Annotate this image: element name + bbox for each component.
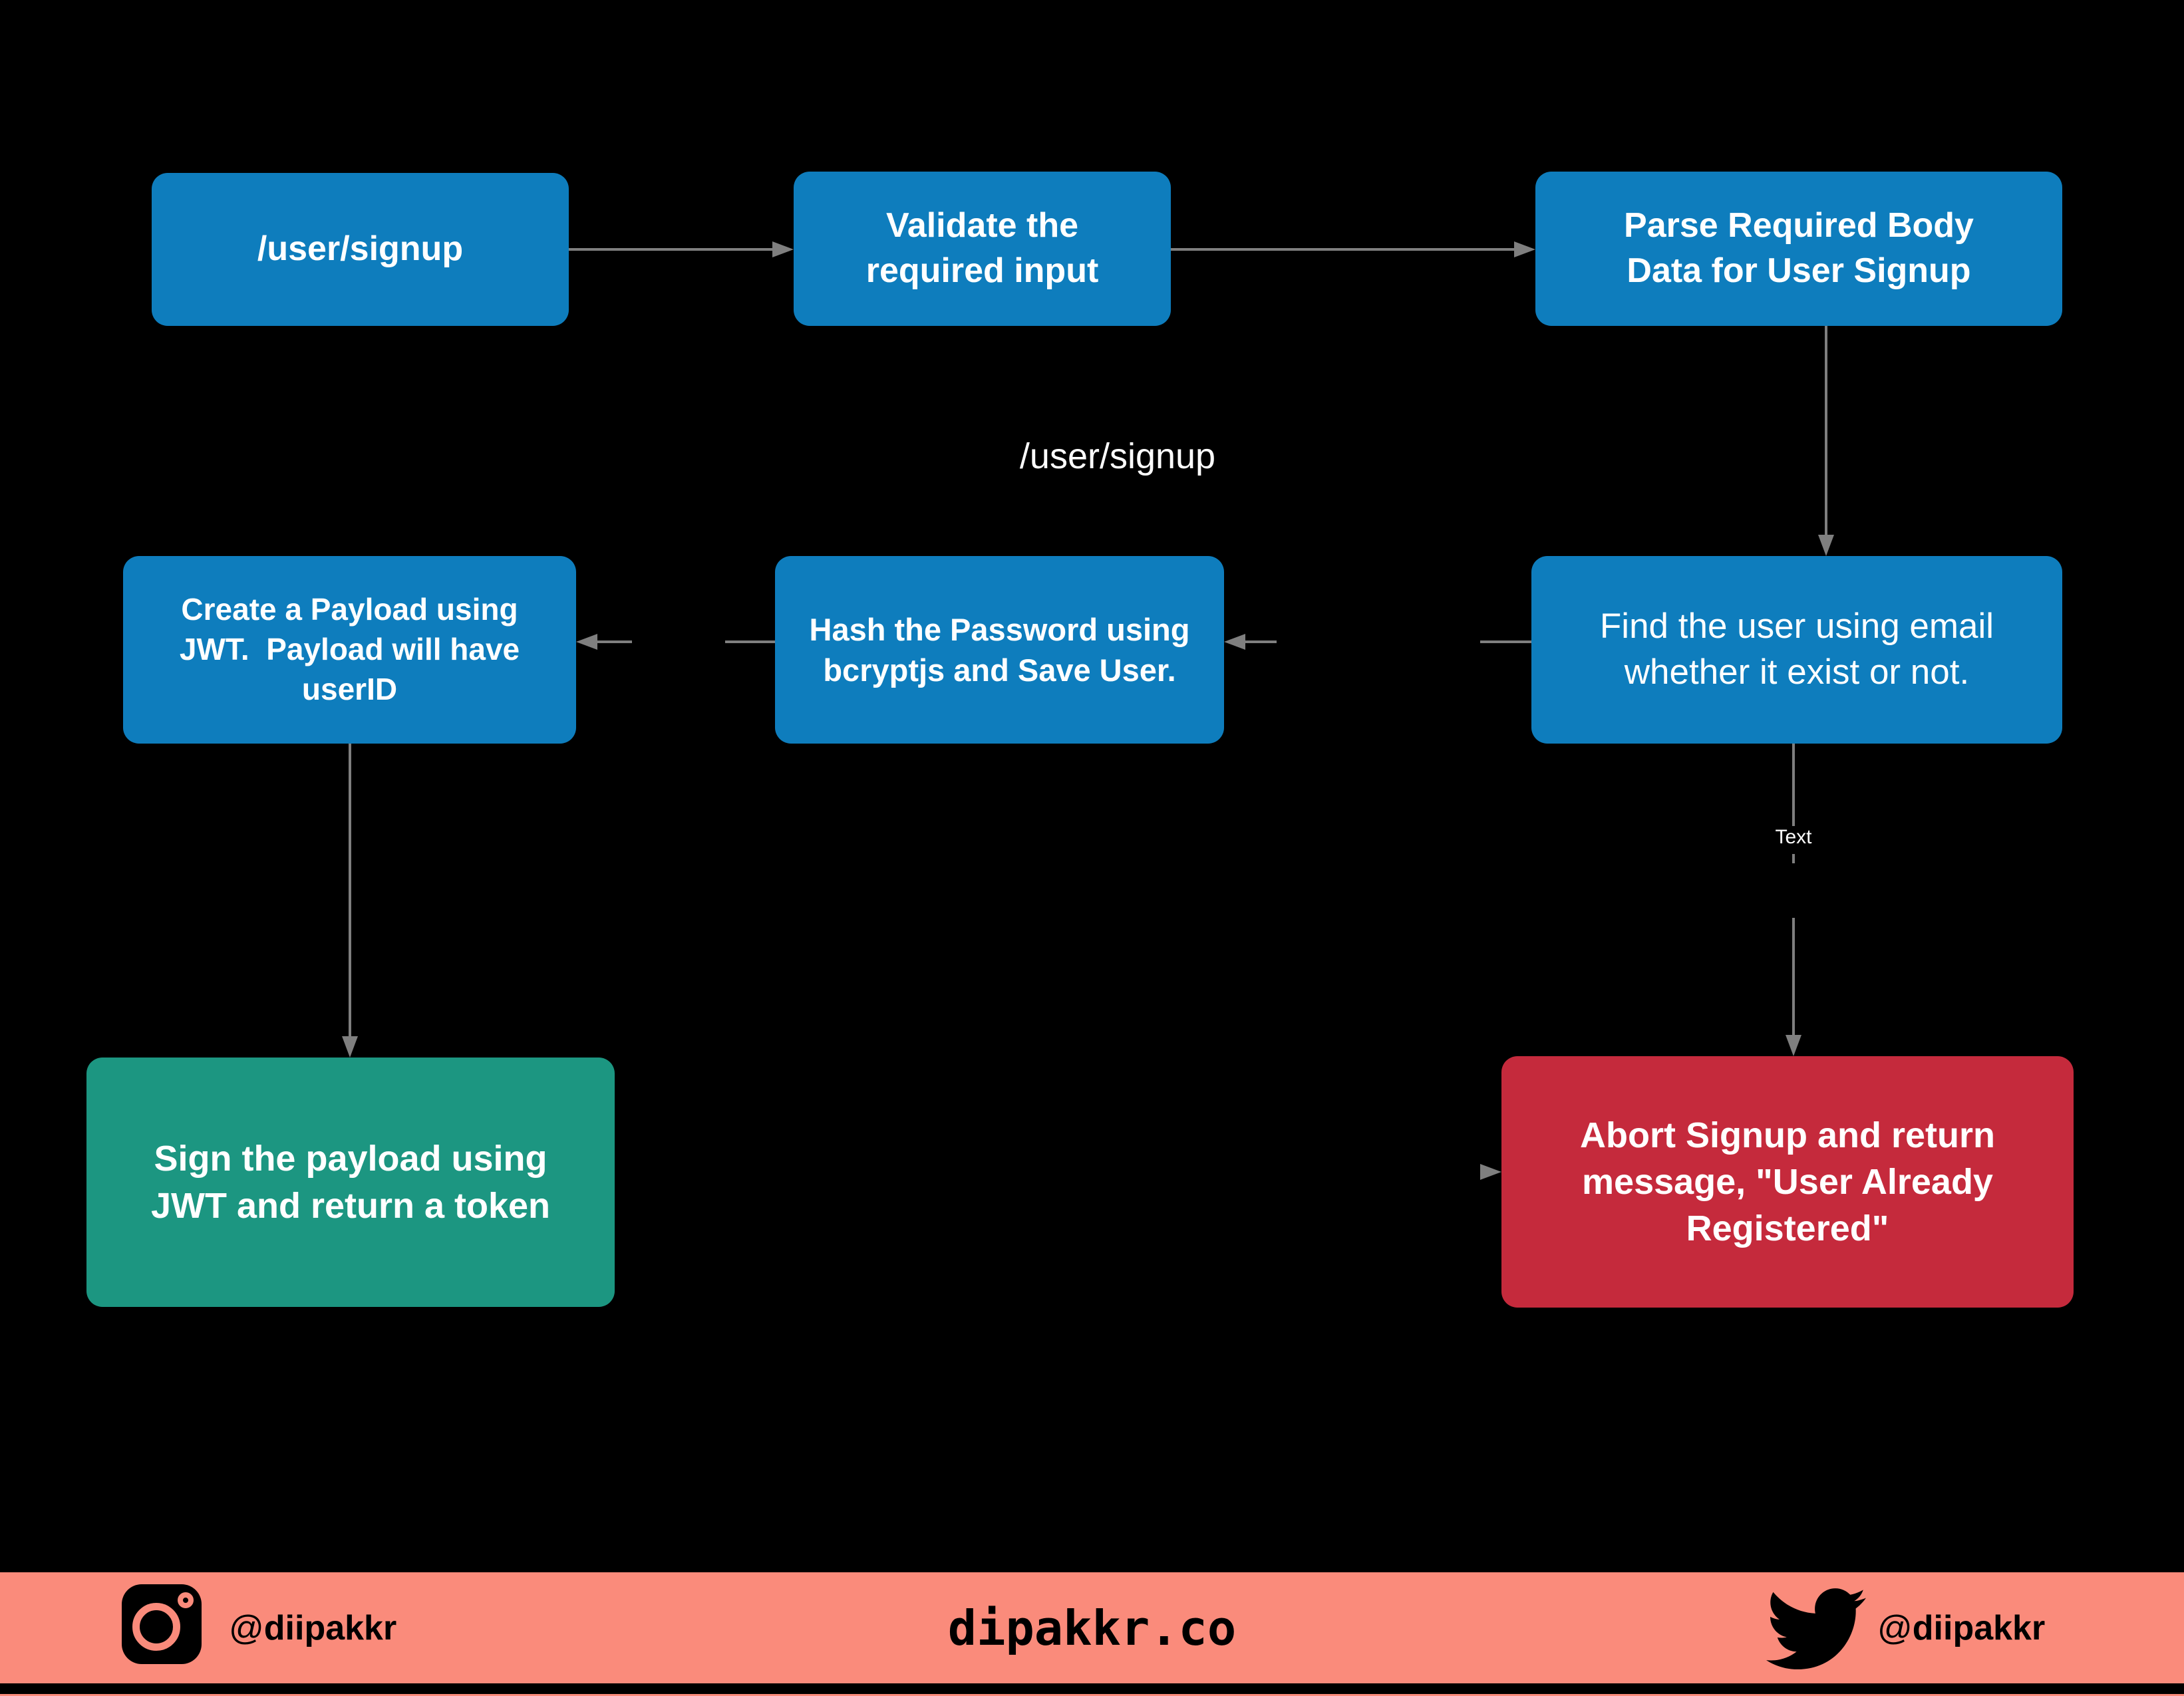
twitter-handle-at: @ (1877, 1609, 1913, 1647)
edge-finduser-hash-tail (1245, 640, 1277, 643)
instagram-handle-name: diipakkr (263, 1609, 397, 1647)
instagram-handle: @diipakkr (229, 1611, 396, 1645)
edge-finduser-abort-arrowhead-icon (1786, 1035, 1801, 1056)
website-url: dipakkr.co (947, 1600, 1237, 1656)
twitter-handle: @diipakkr (1877, 1611, 2045, 1645)
twitter-icon (1766, 1588, 1866, 1669)
node-abort-signup: Abort Signup and return message, "User A… (1501, 1056, 2074, 1308)
node-create-jwt-payload: Create a Payload using JWT. Payload will… (123, 556, 576, 744)
bottom-accent-strip (0, 1694, 2184, 1696)
node-validate-input: Validate the required input (794, 172, 1171, 326)
edge-validate-parse-arrowhead-icon (1514, 241, 1535, 257)
node-find-user-by-email: Find the user using email whether it exi… (1531, 556, 2062, 744)
edge-hash-create-stub (725, 640, 775, 643)
edge-hash-create-arrowhead-icon (576, 634, 597, 650)
edge-create-sign-arrowhead-icon (342, 1036, 358, 1058)
instagram-handle-at: @ (229, 1609, 264, 1647)
edge-finduser-abort-line-upper (1792, 744, 1795, 830)
edge-validate-parse-line (1171, 248, 1514, 251)
edge-endpoint-validate-arrowhead-icon (772, 241, 794, 257)
edge-endpoint-validate-line (569, 248, 774, 251)
edge-create-sign-line (349, 744, 351, 1036)
twitter-handle-name: diipakkr (1912, 1609, 2046, 1647)
node-signup-endpoint: /user/signup (152, 173, 569, 326)
node-parse-body-data: Parse Required Body Data for User Signup (1535, 172, 2062, 326)
node-hash-password: Hash the Password using bcryptjs and Sav… (775, 556, 1224, 744)
footer-banner: @diipakkr dipakkr.co @diipakkr (0, 1572, 2184, 1683)
edge-finduser-hash-stub (1480, 640, 1531, 643)
edge-abort-left-arrowhead-icon (1480, 1164, 1501, 1180)
edge-parse-finduser-line (1825, 326, 1827, 535)
edge-parse-finduser-arrowhead-icon (1818, 535, 1834, 556)
edge-finduser-abort-line-lower (1792, 918, 1795, 1035)
instagram-icon (122, 1584, 202, 1664)
edge-finduser-abort-line-stub (1792, 854, 1795, 863)
instagram-lens-icon (132, 1603, 180, 1651)
edge-hash-create-tail (597, 640, 632, 643)
node-sign-payload-return-token: Sign the payload using JWT and return a … (86, 1058, 615, 1307)
edge-label-text-placeholder: Text (1754, 826, 1833, 849)
edge-finduser-hash-arrowhead-icon (1224, 634, 1245, 650)
instagram-dot-icon (178, 1592, 194, 1608)
edge-label-signup-route: /user/signup (1019, 436, 1216, 476)
